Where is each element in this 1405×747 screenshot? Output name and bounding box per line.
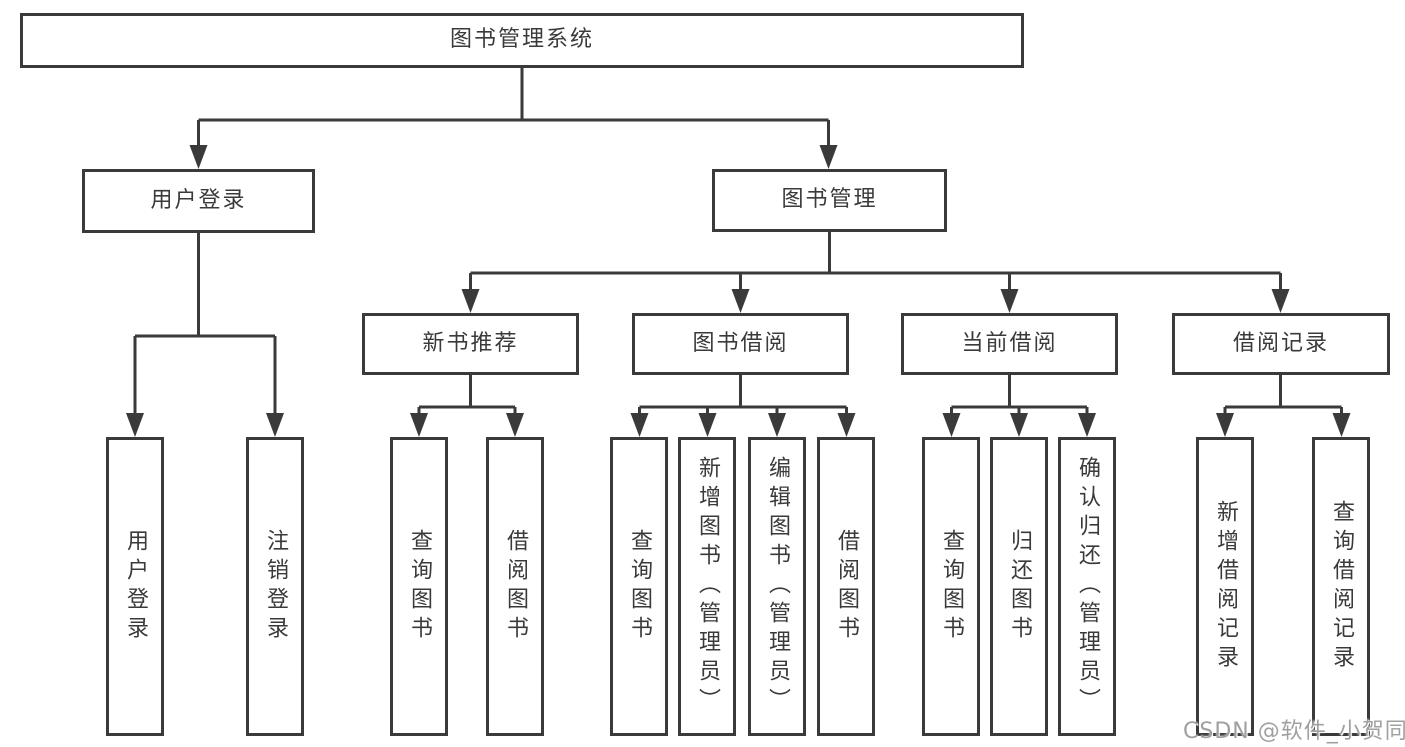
leaf-current-return-books-label: 归还图书 bbox=[1007, 528, 1032, 645]
leaf-borrowing-edit-books-label: 编辑图书（管理员） bbox=[765, 456, 790, 717]
leaf-recommend-query-books-label: 查询图书 bbox=[407, 528, 432, 645]
arrowhead bbox=[1000, 289, 1019, 313]
node-book-borrowing-label: 图书借阅 bbox=[692, 330, 789, 356]
leaf-borrowing-borrow-books-label: 借阅图书 bbox=[834, 528, 859, 645]
leaf-recommend-borrow-books-label: 借阅图书 bbox=[503, 528, 528, 645]
arrowhead bbox=[461, 289, 480, 313]
edge-newbookrec-to-children bbox=[417, 375, 517, 417]
leaf-borrowing-borrow-books: 借阅图书 bbox=[817, 437, 875, 736]
leaf-borrowing-add-books-label: 新增图书（管理员） bbox=[695, 456, 720, 717]
edge-currentborrow-to-children bbox=[950, 375, 1089, 417]
leaf-records-add-record-label: 新增借阅记录 bbox=[1213, 499, 1238, 674]
leaf-records-query-record-label: 查询借阅记录 bbox=[1329, 499, 1354, 674]
leaf-borrowing-query-books: 查询图书 bbox=[610, 437, 668, 736]
leaf-user-login: 用户登录 bbox=[106, 437, 164, 736]
node-current-borrowing: 当前借阅 bbox=[901, 313, 1118, 375]
node-book-management: 图书管理 bbox=[712, 169, 947, 232]
node-root-label: 图书管理系统 bbox=[449, 27, 594, 53]
arrowhead bbox=[266, 413, 284, 437]
arrowhead bbox=[1271, 289, 1290, 313]
leaf-recommend-borrow-books: 借阅图书 bbox=[486, 437, 544, 736]
leaf-current-confirm-return: 确认归还（管理员） bbox=[1058, 437, 1116, 736]
edge-root-to-level2 bbox=[197, 68, 830, 149]
arrowhead bbox=[1078, 413, 1096, 437]
leaf-current-confirm-return-label: 确认归还（管理员） bbox=[1075, 456, 1100, 717]
node-user-login: 用户登录 bbox=[82, 169, 315, 233]
leaf-borrowing-edit-books: 编辑图书（管理员） bbox=[748, 437, 806, 736]
node-new-book-recommend: 新书推荐 bbox=[362, 313, 579, 375]
node-root: 图书管理系统 bbox=[20, 13, 1024, 68]
leaf-borrowing-query-books-label: 查询图书 bbox=[627, 528, 652, 645]
node-user-login-label: 用户登录 bbox=[150, 187, 247, 213]
arrowhead bbox=[837, 413, 856, 437]
arrowhead bbox=[506, 413, 524, 437]
node-book-borrowing: 图书借阅 bbox=[632, 313, 849, 375]
leaf-current-return-books: 归还图书 bbox=[990, 437, 1048, 736]
arrowhead bbox=[1216, 413, 1234, 437]
arrowhead bbox=[189, 145, 208, 169]
leaf-borrowing-add-books: 新增图书（管理员） bbox=[678, 437, 736, 736]
arrowhead bbox=[1010, 413, 1028, 437]
csdn-watermark: CSDN @软件_小贺同学 bbox=[1183, 719, 1405, 744]
edge-bookmgmt-to-level3 bbox=[469, 232, 1282, 293]
leaf-logout: 注销登录 bbox=[246, 437, 304, 736]
node-book-management-label: 图书管理 bbox=[781, 187, 878, 213]
arrowhead bbox=[1332, 413, 1351, 437]
leaf-user-login-label: 用户登录 bbox=[123, 528, 148, 645]
arrowhead bbox=[410, 413, 428, 437]
leaf-current-query-books-label: 查询图书 bbox=[939, 528, 964, 645]
node-borrowing-records-label: 借阅记录 bbox=[1232, 330, 1329, 356]
leaf-current-query-books: 查询图书 bbox=[922, 437, 980, 736]
arrowhead bbox=[731, 289, 750, 313]
edge-bookborrow-to-children bbox=[638, 375, 848, 417]
arrowhead bbox=[942, 413, 961, 437]
node-new-book-recommend-label: 新书推荐 bbox=[422, 330, 519, 356]
leaf-logout-label: 注销登录 bbox=[263, 528, 288, 645]
arrowhead bbox=[630, 413, 649, 437]
arrowhead bbox=[698, 413, 717, 437]
node-borrowing-records: 借阅记录 bbox=[1172, 313, 1390, 375]
arrowhead bbox=[126, 413, 144, 437]
arrowhead bbox=[768, 413, 786, 437]
arrowhead bbox=[819, 145, 838, 169]
edge-userlogin-to-children bbox=[133, 233, 277, 417]
leaf-records-add-record: 新增借阅记录 bbox=[1196, 437, 1254, 736]
leaf-recommend-query-books: 查询图书 bbox=[390, 437, 448, 736]
node-current-borrowing-label: 当前借阅 bbox=[961, 330, 1058, 356]
leaf-records-query-record: 查询借阅记录 bbox=[1312, 437, 1370, 736]
edge-records-to-children bbox=[1223, 375, 1343, 417]
